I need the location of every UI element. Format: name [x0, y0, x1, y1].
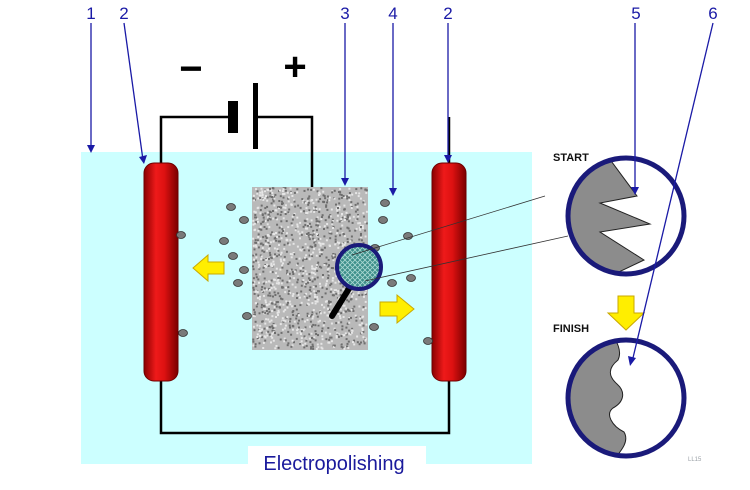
metal-ion — [369, 323, 379, 331]
battery-minus-sign: − — [179, 47, 202, 91]
start-label: START — [553, 152, 589, 164]
right-electrode — [431, 162, 467, 382]
metal-ion — [403, 232, 413, 240]
metal-ion — [228, 252, 238, 260]
metal-ion — [242, 312, 252, 320]
workpiece-texture — [252, 187, 368, 350]
metal-ion — [378, 216, 388, 224]
caption-background — [248, 446, 426, 476]
battery-positive-plate — [253, 83, 258, 149]
left-ion-flow-arrow — [192, 253, 225, 283]
finish-label: FINISH — [553, 323, 589, 335]
metal-ion — [423, 337, 433, 345]
finish-inset: FINISH LL15 — [553, 323, 702, 463]
metal-ion — [387, 279, 397, 287]
credit-text: LL15 — [688, 457, 702, 463]
leader-arrowheads — [87, 145, 639, 366]
metal-ion — [239, 216, 249, 224]
right-ion-flow-arrow — [379, 293, 415, 325]
callout-2-left: 2 — [119, 4, 128, 23]
rough-surface-profile — [568, 158, 652, 274]
leader-lines — [90, 22, 714, 363]
battery-negative-plate — [228, 101, 238, 133]
metal-ion — [226, 203, 236, 211]
callout-3: 3 — [340, 4, 349, 23]
metal-ion — [406, 274, 416, 282]
metal-ion — [176, 231, 186, 239]
start-inset: START — [553, 152, 687, 277]
metal-ion — [380, 199, 390, 207]
diagram-caption: Electropolishing — [263, 453, 404, 475]
metal-ion — [239, 266, 249, 274]
callout-6: 6 — [708, 4, 717, 23]
callout-1: 1 — [86, 4, 95, 23]
metal-ion — [219, 237, 229, 245]
callout-4: 4 — [388, 4, 397, 23]
metal-ion — [178, 329, 188, 337]
battery-plus-sign: + — [283, 45, 306, 89]
left-electrode — [143, 162, 179, 382]
callout-5: 5 — [631, 4, 640, 23]
start-to-finish-arrow — [606, 295, 646, 331]
metal-ions — [176, 199, 433, 345]
zoom-lines — [351, 195, 569, 282]
callout-2-right: 2 — [443, 4, 452, 23]
metal-ion — [233, 279, 243, 287]
magnifier-icon — [329, 243, 383, 319]
battery: − + — [179, 45, 307, 149]
